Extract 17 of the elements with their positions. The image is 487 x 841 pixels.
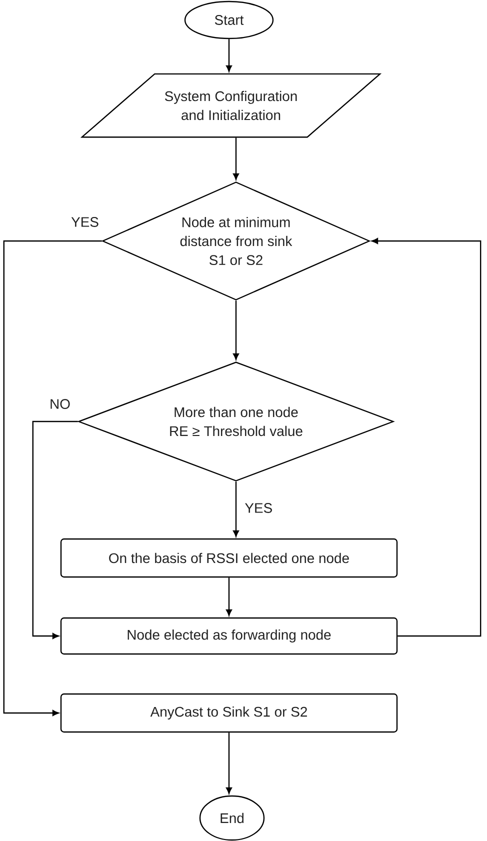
arrow [233, 300, 239, 360]
edge-label: YES [243, 502, 274, 514]
edge-label: YES [70, 216, 100, 228]
arrow [233, 138, 239, 180]
arrow [372, 238, 482, 637]
process-box: Node elected as forwarding node [60, 617, 398, 655]
arrow [226, 732, 232, 794]
arrow [32, 420, 78, 639]
process-box: AnyCast to Sink S1 or S2 [60, 693, 398, 733]
arrow [3, 240, 102, 716]
arrow [226, 39, 232, 72]
arrow [233, 482, 239, 537]
process-box: On the basis of RSSI elected one node [60, 538, 398, 578]
terminal-oval: Start [184, 0, 274, 40]
edge-label: NO [48, 398, 72, 410]
arrow [226, 578, 232, 616]
terminal-oval: End [199, 795, 265, 841]
